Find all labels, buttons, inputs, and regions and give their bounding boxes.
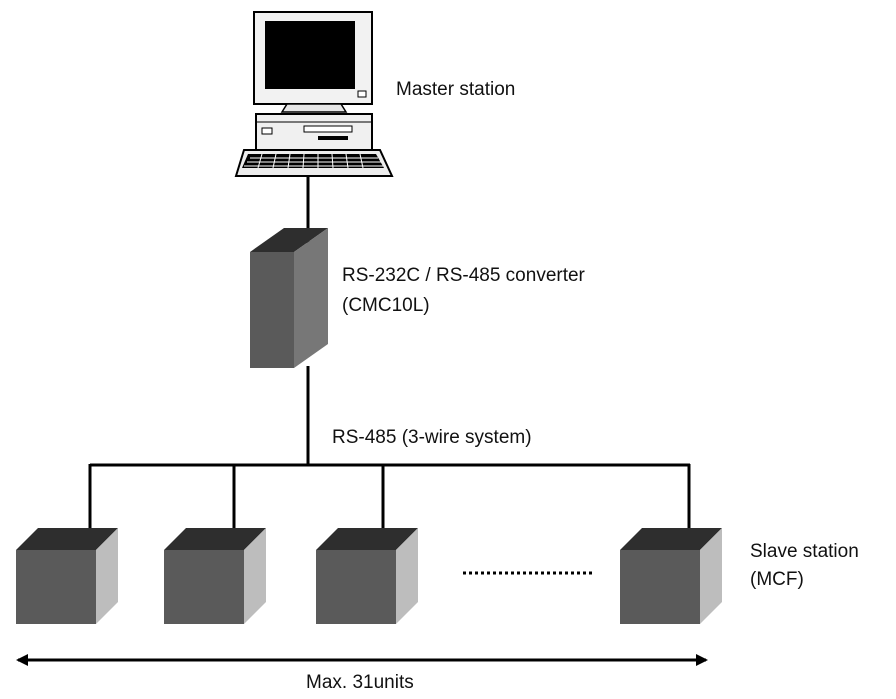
converter-box-icon	[250, 228, 328, 368]
slave-station-box-icon	[16, 528, 118, 624]
slave-station-box-icon	[620, 528, 722, 624]
slave-station-label-line2: (MCF)	[750, 569, 804, 590]
range-label: Max. 31units	[306, 672, 414, 693]
slave-station-box-icon	[164, 528, 266, 624]
slave-station-label-line1: Slave station	[750, 541, 859, 562]
converter-label-line1: RS-232C / RS-485 converter	[342, 265, 585, 286]
converter-label-line2: (CMC10L)	[342, 295, 430, 316]
bus-label: RS-485 (3-wire system)	[332, 427, 532, 448]
master-station-label: Master station	[396, 79, 516, 100]
desktop-computer-icon	[234, 11, 394, 177]
slave-station-box-icon	[316, 528, 418, 624]
